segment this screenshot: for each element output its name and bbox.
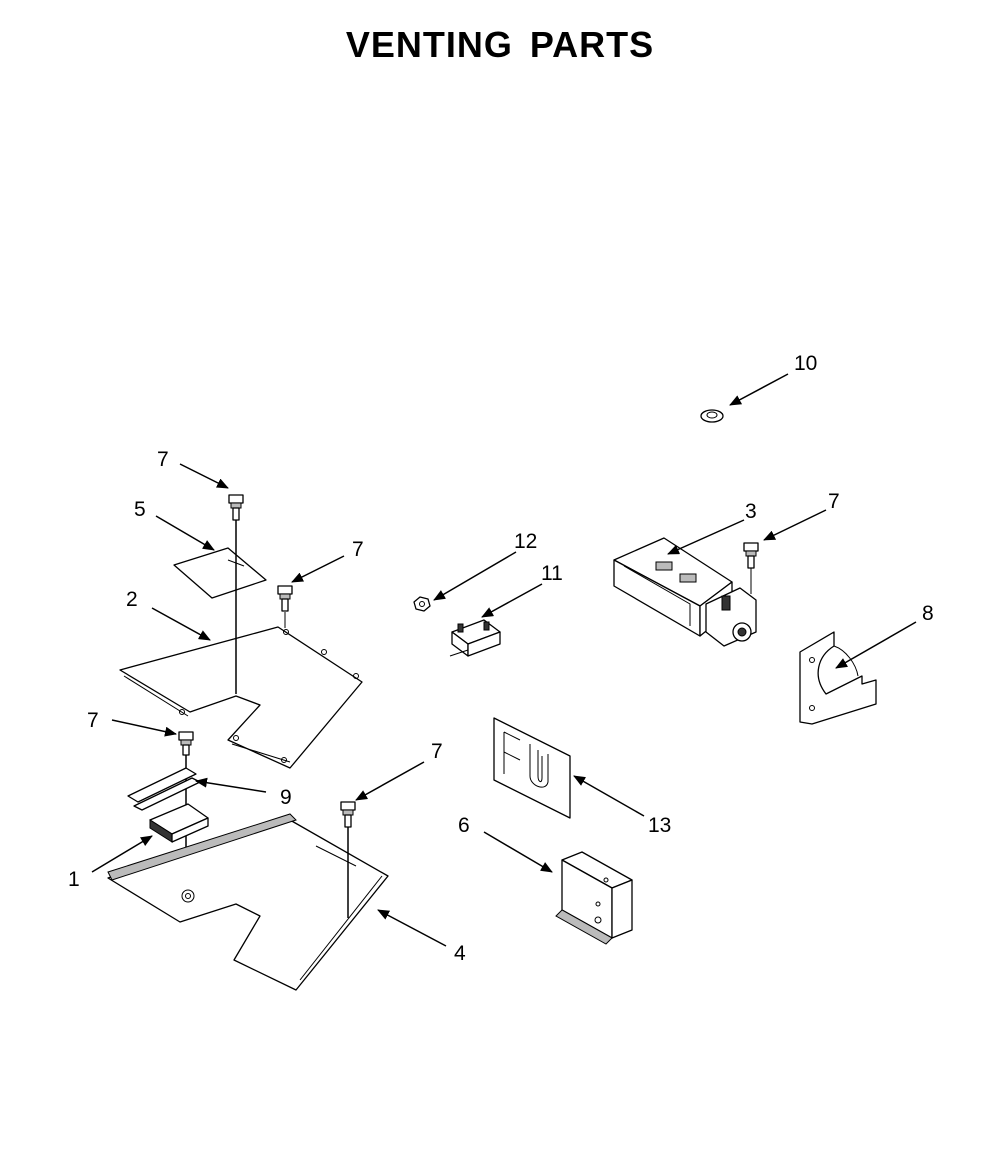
part-8-bracket	[799, 631, 877, 725]
leader-12	[433, 551, 517, 601]
part-3-vent-motor-assembly	[613, 537, 757, 647]
callout-7: 7	[87, 709, 99, 732]
leader-11	[481, 583, 543, 618]
leader-13	[573, 775, 645, 817]
leader-5	[155, 515, 215, 551]
leader-2	[151, 607, 211, 641]
diagram-title: VENTING PARTS	[345, 24, 655, 65]
leader-7c	[111, 719, 177, 737]
callout-labels: 10 7 5 7 2 7 9 1 7 4 12 11 3 7 8 13 6	[68, 352, 934, 965]
leader-10	[729, 373, 789, 406]
part-10-washer	[700, 409, 724, 423]
part-4-base-plate	[107, 813, 389, 991]
leader-9	[195, 777, 267, 793]
callout-7: 7	[431, 740, 443, 763]
leader-7e	[763, 509, 827, 541]
leader-7d	[355, 761, 425, 801]
callout-7: 7	[157, 448, 169, 471]
callout-1: 1	[68, 868, 80, 891]
callout-12: 12	[514, 530, 537, 553]
part-6-box-cover	[555, 851, 633, 945]
leader-4	[377, 909, 447, 947]
callout-8: 8	[922, 602, 934, 625]
leader-3	[667, 519, 745, 555]
leader-1	[91, 835, 153, 873]
leader-7b	[291, 555, 345, 583]
part-1-damper	[149, 803, 209, 843]
leader-6	[483, 831, 553, 873]
part-12-nut	[413, 596, 431, 612]
callout-5: 5	[134, 498, 146, 521]
callout-13: 13	[648, 814, 671, 837]
callout-2: 2	[126, 588, 138, 611]
callout-6: 6	[458, 814, 470, 837]
callout-3: 3	[745, 500, 757, 523]
part-2-shield	[119, 626, 363, 769]
leader-7a	[179, 463, 229, 489]
callout-7: 7	[828, 490, 840, 513]
part-13-wiring-label	[493, 717, 571, 819]
screw-7-base	[340, 801, 356, 918]
part-5-plate	[173, 547, 267, 599]
leader-8	[835, 621, 917, 669]
part-9-gasket	[127, 767, 201, 811]
leader-lines	[91, 373, 917, 947]
screw-7-top-left	[228, 494, 244, 694]
callout-9: 9	[280, 786, 292, 809]
part-11-switch	[449, 619, 501, 657]
callout-11: 11	[541, 562, 563, 585]
callout-7: 7	[352, 538, 364, 561]
screw-7-motor	[743, 542, 759, 594]
callout-10: 10	[794, 352, 817, 375]
callout-4: 4	[454, 942, 466, 965]
screw-7-plate	[277, 585, 293, 628]
